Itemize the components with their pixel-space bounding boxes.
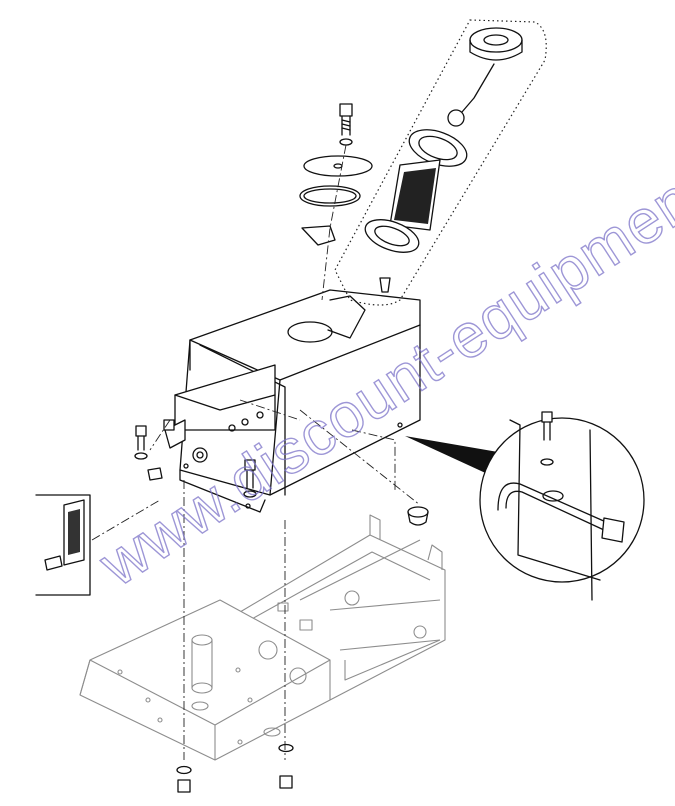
callout-circle (479, 417, 645, 583)
hose-fitting (601, 517, 625, 543)
leader-lines (91, 144, 421, 760)
o-ring (299, 185, 361, 207)
vent-fitting (301, 225, 336, 246)
gasket-bottom (364, 219, 420, 253)
top-bolt-head (339, 103, 353, 117)
fuel-cap (469, 27, 523, 53)
cover-plate (303, 155, 373, 177)
tank-filler-hole (287, 321, 333, 343)
small-screw (379, 277, 391, 293)
detail-callout (405, 411, 645, 601)
bottom-hardware (176, 743, 294, 793)
drain-plug (407, 506, 429, 526)
filler-assembly (299, 103, 373, 246)
mower-frame (79, 514, 446, 761)
cap-ring (447, 109, 465, 127)
fuel-valve-inset (35, 494, 91, 596)
left-hardware (134, 419, 257, 498)
tank-outlet-fitting (192, 447, 208, 463)
cap-strainer-group (334, 19, 547, 306)
fuel-tank (164, 289, 421, 513)
